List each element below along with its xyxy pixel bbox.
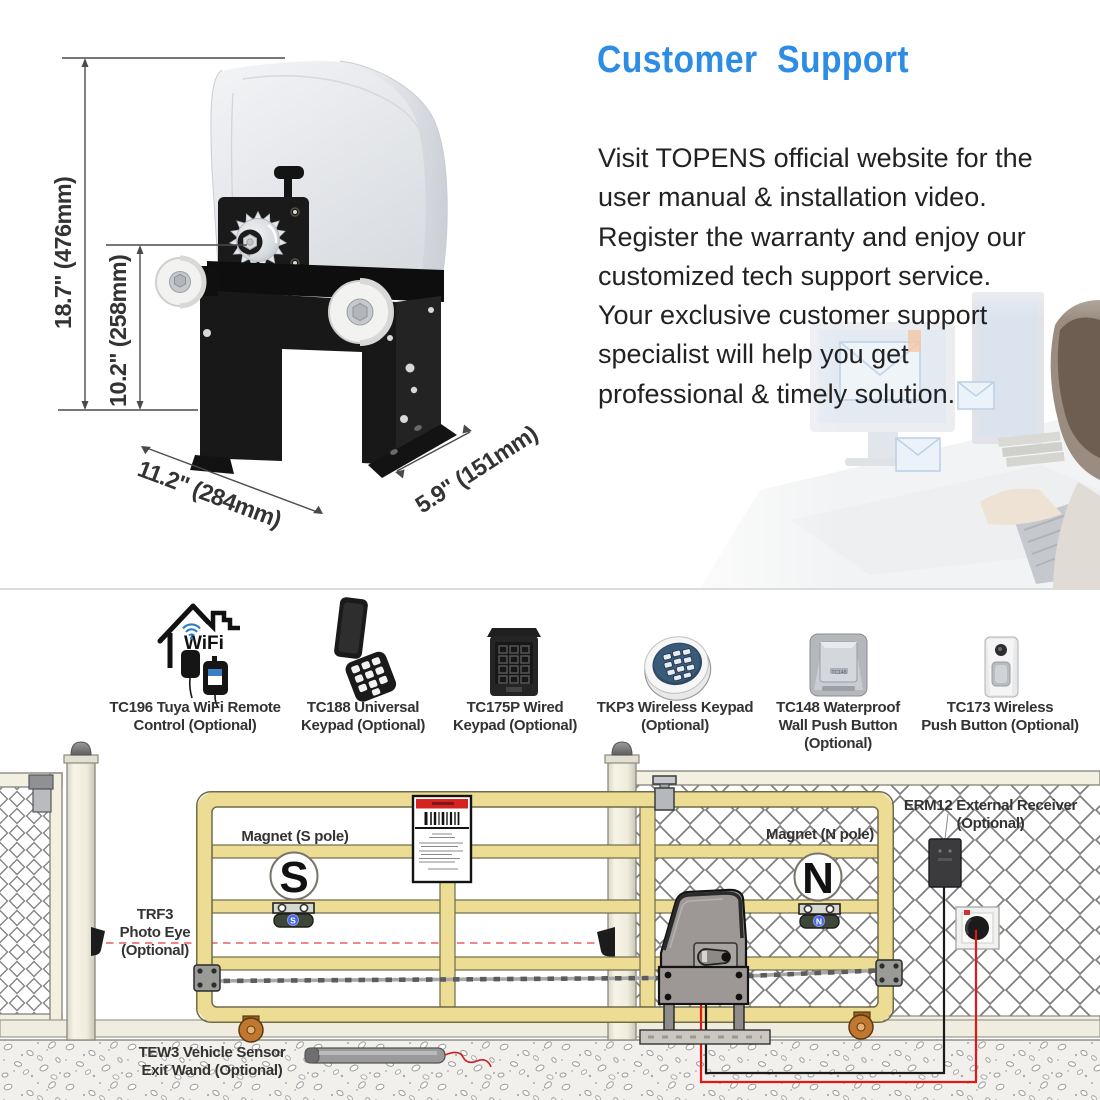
svg-text:S: S xyxy=(290,916,296,926)
svg-text:18.7" (476mm): 18.7" (476mm) xyxy=(50,177,76,329)
svg-text:10.2" (258mm): 10.2" (258mm) xyxy=(105,255,131,407)
svg-text:N: N xyxy=(816,917,822,927)
svg-text:WiFi: WiFi xyxy=(184,633,224,654)
svg-text:S: S xyxy=(279,853,308,902)
svg-text:TC148: TC148 xyxy=(831,670,846,676)
svg-text:N: N xyxy=(802,854,834,903)
